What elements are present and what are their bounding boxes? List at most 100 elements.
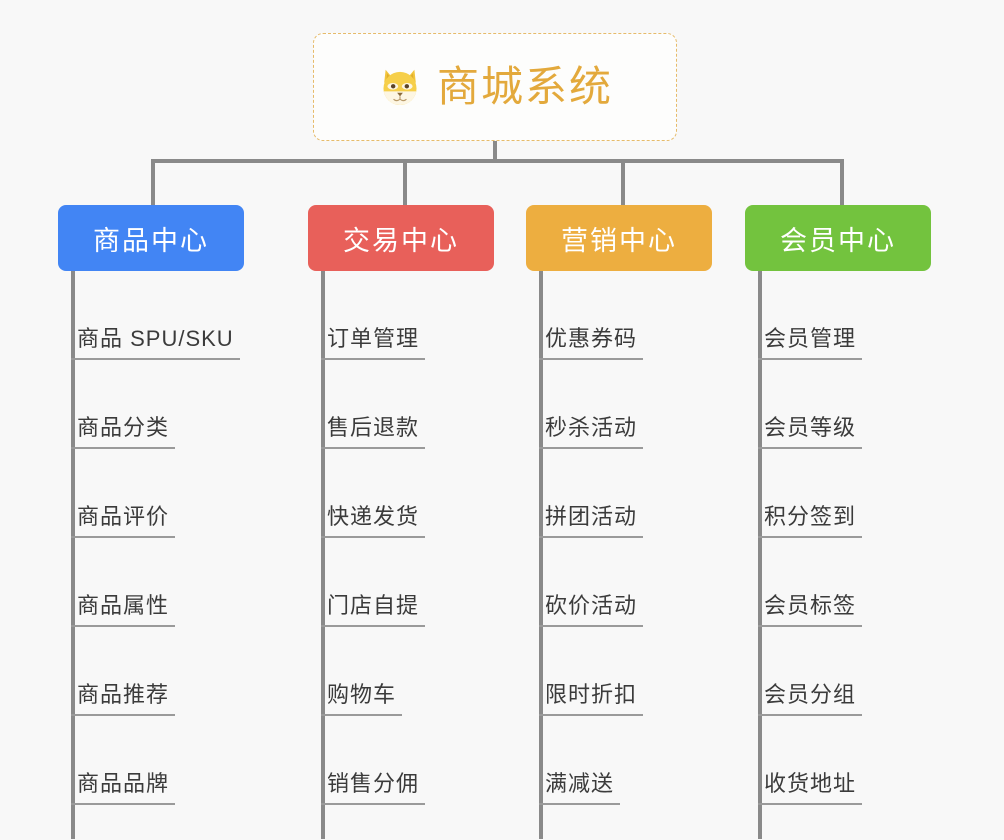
leaf-item[interactable]: 商品品牌 xyxy=(58,716,244,805)
leaf-item[interactable]: 售后退款 xyxy=(308,360,494,449)
leaf-underline: 商品推荐 xyxy=(71,681,176,716)
leaf-underline: 商品评价 xyxy=(71,503,176,538)
leaf-item[interactable]: 拼团活动 xyxy=(526,449,712,538)
leaf-list-marketing-center: 优惠券码 秒杀活动 拼团活动 砍价活动 限时折扣 xyxy=(526,271,712,805)
leaf-underline: 收货地址 xyxy=(758,770,863,805)
branch-header-trade-center[interactable]: 交易中心 xyxy=(308,205,494,271)
leaf-item[interactable]: 销售分佣 xyxy=(308,716,494,805)
branch-column-marketing-center: 营销中心 优惠券码 秒杀活动 拼团活动 砍价活动 xyxy=(526,205,712,839)
leaf-underline: 拼团活动 xyxy=(539,503,644,538)
leaf-underline: 会员等级 xyxy=(758,414,863,449)
leaf-underline: 购物车 xyxy=(321,681,403,716)
leaf-item[interactable]: 会员管理 xyxy=(745,271,931,360)
branch-column-product-center: 商品中心 商品 SPU/SKU 商品分类 商品评价 商品属性 xyxy=(58,205,244,839)
leaf-underline: 商品分类 xyxy=(71,414,176,449)
leaf-underline: 会员分组 xyxy=(758,681,863,716)
leaf-label: 优惠券码 xyxy=(545,325,638,351)
leaf-underline: 秒杀活动 xyxy=(539,414,644,449)
connector-drop-4 xyxy=(840,159,844,207)
leaf-label: 拼团活动 xyxy=(545,503,638,529)
leaf-item[interactable]: 优惠券码 xyxy=(526,271,712,360)
leaf-label: 秒杀活动 xyxy=(545,414,638,440)
leaf-label: 订单管理 xyxy=(327,325,420,351)
leaf-item[interactable]: 商品推荐 xyxy=(58,627,244,716)
leaf-label: 限时折扣 xyxy=(545,681,638,707)
leaf-label: 会员分组 xyxy=(764,681,857,707)
branch-column-trade-center: 交易中心 订单管理 售后退款 快递发货 门店自提 xyxy=(308,205,494,839)
leaf-underline: 满减送 xyxy=(539,770,621,805)
leaf-item[interactable]: 商品 SPU/SKU xyxy=(58,271,244,360)
leaf-label: 商品 SPU/SKU xyxy=(77,325,234,351)
leaf-underline: 销售分佣 xyxy=(321,770,426,805)
leaf-item[interactable]: 满减送 xyxy=(526,716,712,805)
branch-header-label: 商品中心 xyxy=(93,225,209,256)
leaf-item[interactable]: 会员标签 xyxy=(745,538,931,627)
leaf-label: 商品属性 xyxy=(77,592,170,618)
leaf-item[interactable]: 砍价活动 xyxy=(526,538,712,627)
leaf-underline: 门店自提 xyxy=(321,592,426,627)
leaf-item[interactable]: 收货地址 xyxy=(745,716,931,805)
branch-header-label: 交易中心 xyxy=(343,225,459,256)
leaf-item[interactable]: 门店自提 xyxy=(308,538,494,627)
leaf-underline: 商品 SPU/SKU xyxy=(71,325,240,360)
branch-header-member-center[interactable]: 会员中心 xyxy=(745,205,931,271)
leaf-item[interactable]: 快递发货 xyxy=(308,449,494,538)
branch-header-marketing-center[interactable]: 营销中心 xyxy=(526,205,712,271)
connector-root-stem xyxy=(493,141,497,163)
leaf-underline: 限时折扣 xyxy=(539,681,644,716)
leaf-label: 积分签到 xyxy=(764,503,857,529)
leaf-list-trade-center: 订单管理 售后退款 快递发货 门店自提 购物车 xyxy=(308,271,494,805)
leaf-item[interactable]: 限时折扣 xyxy=(526,627,712,716)
leaf-label: 会员等级 xyxy=(764,414,857,440)
leaf-label: 商品推荐 xyxy=(77,681,170,707)
leaf-label: 售后退款 xyxy=(327,414,420,440)
leaf-item[interactable]: 商品属性 xyxy=(58,538,244,627)
leaf-underline: 售后退款 xyxy=(321,414,426,449)
leaf-label: 收货地址 xyxy=(764,770,857,796)
leaf-item[interactable]: 会员等级 xyxy=(745,360,931,449)
root-node[interactable]: 商城系统 xyxy=(313,33,677,141)
leaf-underline: 会员管理 xyxy=(758,325,863,360)
leaf-label: 满减送 xyxy=(545,770,615,796)
leaf-underline: 订单管理 xyxy=(321,325,426,360)
leaf-label: 商品分类 xyxy=(77,414,170,440)
leaf-item[interactable]: 会员分组 xyxy=(745,627,931,716)
branch-stem xyxy=(321,271,325,839)
branch-column-member-center: 会员中心 会员管理 会员等级 积分签到 会员标签 xyxy=(745,205,931,839)
leaf-item[interactable]: 积分签到 xyxy=(745,449,931,538)
leaf-label: 购物车 xyxy=(327,681,397,707)
leaf-item[interactable]: 订单管理 xyxy=(308,271,494,360)
branch-stem xyxy=(71,271,75,839)
leaf-list-product-center: 商品 SPU/SKU 商品分类 商品评价 商品属性 商品推荐 xyxy=(58,271,244,805)
leaf-label: 销售分佣 xyxy=(327,770,420,796)
leaf-label: 砍价活动 xyxy=(545,592,638,618)
leaf-label: 商品品牌 xyxy=(77,770,170,796)
root-title: 商城系统 xyxy=(436,63,613,110)
connector-bus xyxy=(151,159,844,163)
branch-stem xyxy=(539,271,543,839)
leaf-item[interactable]: 商品评价 xyxy=(58,449,244,538)
leaf-label: 会员管理 xyxy=(764,325,857,351)
leaf-underline: 会员标签 xyxy=(758,592,863,627)
leaf-list-member-center: 会员管理 会员等级 积分签到 会员标签 会员分组 xyxy=(745,271,931,805)
leaf-label: 门店自提 xyxy=(327,592,420,618)
leaf-underline: 商品属性 xyxy=(71,592,176,627)
leaf-underline: 优惠券码 xyxy=(539,325,644,360)
connector-drop-1 xyxy=(151,159,155,207)
leaf-label: 快递发货 xyxy=(327,503,420,529)
connector-drop-2 xyxy=(403,159,407,207)
leaf-label: 会员标签 xyxy=(764,592,857,618)
connector-drop-3 xyxy=(621,159,625,207)
leaf-item[interactable]: 秒杀活动 xyxy=(526,360,712,449)
leaf-underline: 积分签到 xyxy=(758,503,863,538)
leaf-label: 商品评价 xyxy=(77,503,170,529)
branch-header-product-center[interactable]: 商品中心 xyxy=(58,205,244,271)
branch-header-label: 营销中心 xyxy=(561,225,677,256)
leaf-underline: 砍价活动 xyxy=(539,592,644,627)
branch-header-label: 会员中心 xyxy=(780,225,896,256)
leaf-underline: 商品品牌 xyxy=(71,770,176,805)
leaf-item[interactable]: 购物车 xyxy=(308,627,494,716)
leaf-item[interactable]: 商品分类 xyxy=(58,360,244,449)
branch-stem xyxy=(758,271,762,839)
